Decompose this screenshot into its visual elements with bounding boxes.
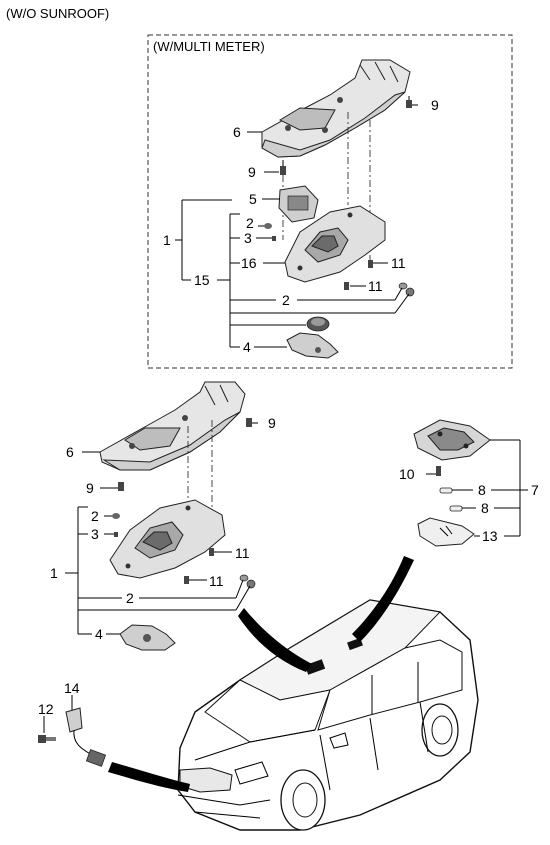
part-9-screw-lower-left [118, 482, 124, 491]
vehicle-side-windows [317, 639, 463, 731]
part-6-console-bracket-lower [99, 381, 246, 471]
callout-2-lower-b: 2 [126, 590, 134, 606]
part-11-screw-upper-a [368, 260, 373, 268]
callout-9-lower-right: 9 [268, 415, 276, 431]
callout-13: 13 [482, 528, 498, 544]
sensor-assembly: 14 12 [38, 680, 107, 767]
part-11-screw-lower-b [184, 576, 189, 584]
round-lamp-upper [306, 316, 330, 332]
pointer-sensor [108, 762, 190, 792]
upper-leader-lines [175, 104, 418, 348]
callout-9-upper-right: 9 [431, 97, 439, 113]
callout-5: 5 [249, 191, 257, 207]
callout-1-upper: 1 [163, 232, 171, 248]
part-4-plate-upper [286, 332, 339, 359]
lower-leader-lines [65, 422, 258, 635]
roof-lamp-marker-front [304, 659, 326, 675]
part-2-bulb-lower [112, 513, 120, 519]
part-11-screw-lower-a [209, 548, 214, 556]
upper-assembly: 9 6 9 5 2 1 3 16 11 15 11 2 4 [163, 59, 439, 359]
callout-2-lower-a: 2 [91, 508, 99, 524]
room-lamp-leader-lines [426, 439, 528, 537]
part-8-bulb-a [439, 487, 453, 494]
vehicle-front-wheel [280, 769, 326, 831]
callout-9-upper-left: 9 [248, 164, 256, 180]
part-3-screw-upper [272, 236, 276, 241]
callout-14: 14 [64, 680, 80, 696]
callout-11-upper-b: 11 [368, 278, 383, 294]
part-2-lens-lower [239, 574, 256, 589]
part-8-bulb-b [449, 505, 463, 512]
vehicle-illustration [177, 599, 479, 831]
callout-2-upper-b: 2 [282, 292, 290, 308]
callout-11-lower-b: 11 [209, 573, 224, 589]
part-5-multi-meter-module [278, 185, 319, 223]
part-6-console-bracket-upper [261, 59, 411, 158]
callout-4-lower: 4 [95, 626, 103, 642]
part-9-screw-lower-right [246, 418, 252, 427]
pointer-front-lamp [238, 608, 312, 672]
callout-8-a: 8 [478, 482, 486, 498]
callout-3-lower: 3 [91, 526, 99, 542]
heading-with-multi-meter: (W/MULTI METER) [153, 39, 265, 54]
part-2-bulb-upper [264, 223, 272, 229]
pointer-room-lamp [352, 556, 414, 642]
part-3-screw-lower [114, 532, 118, 537]
lower-lamp-housing [109, 499, 226, 579]
pointer-swooshes [108, 556, 414, 792]
callout-4-upper: 4 [243, 339, 251, 355]
callout-11-lower-a: 11 [235, 545, 250, 561]
part-9-screw-upper-right [406, 96, 412, 108]
room-lamp-assembly: 10 8 7 8 13 [399, 419, 539, 547]
heading-without-sunroof: (W/O SUNROOF) [6, 6, 109, 21]
callout-2-upper-a: 2 [246, 215, 254, 231]
callout-15: 15 [194, 272, 210, 288]
callout-8-b: 8 [481, 500, 489, 516]
multi-meter-group-box [147, 34, 513, 369]
part-13-lens [417, 517, 475, 547]
callout-16: 16 [241, 255, 257, 271]
part-11-screw-upper-b [344, 282, 349, 290]
part-14-sensor [65, 707, 107, 767]
callout-10: 10 [399, 466, 415, 482]
part-2-lens-upper [398, 282, 415, 297]
part-7-room-lamp [413, 419, 491, 461]
upper-lamp-housing [284, 205, 386, 283]
part-4-plate-lower [119, 624, 176, 651]
callout-12: 12 [38, 701, 54, 717]
callout-11-upper-a: 11 [391, 255, 406, 271]
callout-3-upper: 3 [244, 230, 252, 246]
part-9-screw-upper-left [280, 160, 286, 175]
callout-6-lower: 6 [66, 444, 74, 460]
part-10-screw [436, 466, 441, 476]
lower-assembly: 9 6 9 2 3 11 1 11 2 4 [50, 381, 276, 651]
callout-1-lower: 1 [50, 565, 58, 581]
vehicle-rear-wheel [421, 703, 459, 757]
callout-7: 7 [531, 482, 539, 498]
part-12-bolt [38, 735, 56, 743]
callout-6-upper: 6 [233, 124, 241, 140]
callout-9-lower-left: 9 [86, 480, 94, 496]
